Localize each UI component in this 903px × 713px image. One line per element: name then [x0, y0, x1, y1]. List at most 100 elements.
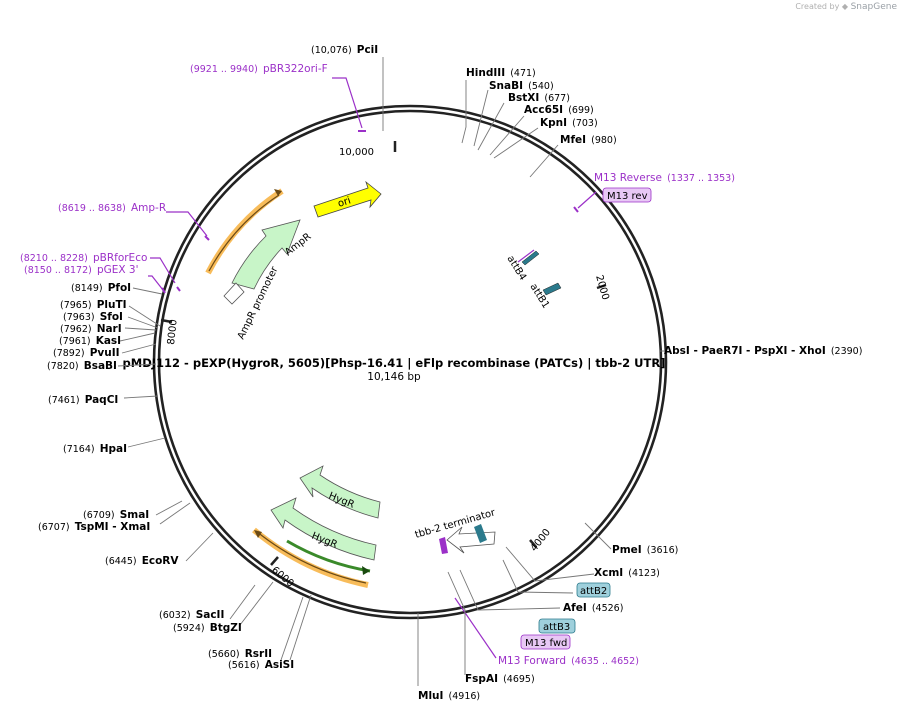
scale-ticks — [160, 141, 607, 566]
primer-pgex[interactable]: (8150 .. 8172) pGEX 3' — [24, 258, 139, 277]
ampr-feature[interactable]: AmpR — [205, 188, 313, 290]
svg-text:MluI (4916): MluI (4916) — [418, 684, 480, 703]
enzyme-snabi[interactable]: SnaBI (540) — [489, 74, 554, 93]
svg-text:(7962) NarI: (7962) NarI — [60, 317, 122, 336]
enzyme-nari[interactable]: (7962) NarI — [60, 317, 122, 336]
attb3-box[interactable]: attB3 — [538, 618, 576, 634]
enzyme-btgzi[interactable]: (5924) BtgZI — [173, 616, 242, 635]
snapgene-logo-icon: ◆ — [841, 2, 849, 11]
enzyme-pcii[interactable]: (10,076) PciI — [311, 38, 378, 57]
svg-text:(10,076) PciI: (10,076) PciI — [311, 38, 378, 57]
svg-text:AfeI (4526): AfeI (4526) — [563, 596, 623, 615]
svg-text:attB3: attB3 — [543, 622, 570, 633]
svg-text:(5660) RsrII: (5660) RsrII — [208, 642, 272, 661]
enzyme-kpni[interactable]: KpnI (703) — [540, 111, 598, 130]
svg-text:MfeI (980): MfeI (980) — [560, 128, 617, 147]
enzyme-asisi[interactable]: (5616) AsiSI — [228, 653, 294, 672]
attb1-feature[interactable]: attB1 — [527, 282, 562, 311]
svg-text:KpnI (703): KpnI (703) — [540, 111, 598, 130]
enzyme-tspmi[interactable]: (6707) TspMI - XmaI — [38, 515, 150, 534]
svg-text:XcmI (4123): XcmI (4123) — [594, 561, 660, 580]
enzyme-pluti[interactable]: (7965) PluTI — [60, 293, 127, 312]
enzyme-pfoi[interactable]: (8149) PfoI — [71, 276, 131, 295]
enzyme-pmei[interactable]: PmeI (3616) — [612, 538, 678, 557]
svg-text:(7892) PvuII: (7892) PvuII — [53, 341, 120, 360]
svg-text:(8210 .. 8228) pBRforEco: (8210 .. 8228) pBRforEco — [20, 246, 147, 265]
svg-text:(6032) SacII: (6032) SacII — [159, 603, 224, 622]
primer-m13rev-marker — [573, 191, 597, 213]
snapgene-watermark: Created by ◆ SnapGene — [795, 2, 897, 12]
enzyme-bsabi[interactable]: (7820) BsaBI — [47, 354, 117, 373]
tick-4000: 4000 — [529, 527, 553, 554]
hygr-feature-1[interactable]: HygR — [299, 465, 381, 519]
svg-text:(9921 .. 9940) pBR322ori-F: (9921 .. 9940) pBR322ori-F — [190, 57, 328, 76]
attb2-box[interactable]: attB2 — [576, 582, 611, 598]
enzyme-xcmi[interactable]: XcmI (4123) — [594, 561, 660, 580]
enzyme-acc65i[interactable]: Acc65I (699) — [524, 98, 594, 117]
m13fwd-box[interactable]: M13 fwd — [520, 634, 571, 650]
ori-label: ori — [337, 195, 353, 209]
svg-text:(6709) SmaI: (6709) SmaI — [83, 503, 149, 522]
svg-text:(6707) TspMI - XmaI: (6707) TspMI - XmaI — [38, 515, 150, 534]
svg-text:(5924) BtgZI: (5924) BtgZI — [173, 616, 242, 635]
enzyme-fspai[interactable]: FspAI (4695) — [465, 667, 535, 686]
attb1-label: attB1 — [527, 282, 551, 311]
svg-text:(5616) AsiSI: (5616) AsiSI — [228, 653, 294, 672]
primer-ampr[interactable]: (8619 .. 8638) Amp-R — [58, 196, 166, 215]
ori-feature[interactable]: ori — [313, 180, 382, 218]
attb4-feature[interactable]: attB4 — [504, 249, 540, 283]
primer-ampr-marker — [166, 211, 210, 241]
enzyme-absi[interactable]: AbsI - PaeR7I - PspXI - XhoI (2390) — [664, 339, 862, 358]
enzyme-rsrii[interactable]: (5660) RsrII — [208, 642, 272, 661]
hygr-orf-line — [286, 539, 371, 575]
primer-pbrfor[interactable]: (8210 .. 8228) pBRforEco — [20, 246, 147, 265]
primer-m13fwd-marker — [454, 597, 497, 659]
enzyme-ecorv[interactable]: (6445) EcoRV — [105, 549, 179, 568]
svg-text:SnaBI (540): SnaBI (540) — [489, 74, 554, 93]
svg-text:Acc65I (699): Acc65I (699) — [524, 98, 594, 117]
enzyme-mlui[interactable]: MluI (4916) — [418, 684, 480, 703]
m13rev-box[interactable]: M13 rev — [602, 187, 652, 203]
primer-m13fwd[interactable]: M13 Forward (4635 .. 4652) — [498, 649, 639, 668]
svg-text:M13 Forward (4635 .. 4652): M13 Forward (4635 .. 4652) — [498, 649, 639, 668]
svg-text:FspAI (4695): FspAI (4695) — [465, 667, 535, 686]
enzyme-sfoi[interactable]: (7963) SfoI — [63, 305, 123, 324]
svg-text:(8149) PfoI: (8149) PfoI — [71, 276, 131, 295]
attb4-label: attB4 — [504, 254, 528, 283]
enzyme-bstxi[interactable]: BstXI (677) — [508, 86, 570, 105]
enzyme-mfei[interactable]: MfeI (980) — [560, 128, 617, 147]
svg-text:(7961) KasI: (7961) KasI — [59, 329, 121, 348]
svg-text:M13 fwd: M13 fwd — [525, 638, 567, 649]
tick-2000: 2000 — [593, 274, 611, 301]
primer-pbr322[interactable]: (9921 .. 9940) pBR322ori-F — [190, 57, 328, 76]
enzyme-leaders — [117, 57, 665, 686]
tbb2-terminator-feature[interactable]: tbb-2 terminator — [414, 507, 498, 554]
svg-text:M13 Reverse (1337 .. 1353): M13 Reverse (1337 .. 1353) — [594, 166, 735, 185]
primer-pbrfor-marker — [148, 257, 181, 294]
enzyme-hindiii[interactable]: HindIII (471) — [466, 61, 536, 80]
svg-text:(7963) SfoI: (7963) SfoI — [63, 305, 123, 324]
svg-text:(7965) PluTI: (7965) PluTI — [60, 293, 127, 312]
enzyme-sacii[interactable]: (6032) SacII — [159, 603, 224, 622]
svg-text:(7820) BsaBI: (7820) BsaBI — [47, 354, 117, 373]
svg-text:attB2: attB2 — [580, 586, 607, 597]
svg-text:AbsI - PaeR7I - PspXI - XhoI: AbsI - PaeR7I - PspXI - XhoI (2390) — [664, 339, 862, 358]
svg-text:M13 rev: M13 rev — [607, 191, 648, 202]
enzyme-smai[interactable]: (6709) SmaI — [83, 503, 149, 522]
enzyme-hpai[interactable]: (7164) HpaI — [63, 437, 127, 456]
enzyme-pvuii[interactable]: (7892) PvuII — [53, 341, 120, 360]
primer-pbr322-marker — [332, 77, 366, 132]
tick-8000: 8000 — [166, 319, 180, 345]
enzyme-afei[interactable]: AfeI (4526) — [563, 596, 623, 615]
primer-m13rev[interactable]: M13 Reverse (1337 .. 1353) — [594, 166, 735, 185]
watermark-prefix: Created by — [795, 2, 840, 11]
svg-text:(7461) PaqCI: (7461) PaqCI — [48, 388, 118, 407]
watermark-brand: SnapGene — [850, 2, 897, 12]
svg-text:(7164) HpaI: (7164) HpaI — [63, 437, 127, 456]
enzyme-kasi[interactable]: (7961) KasI — [59, 329, 121, 348]
orange-feature-bottom — [252, 527, 369, 588]
backbone — [152, 104, 668, 620]
map-title: pMDJ112 - pEXP(HygroR, 5605)[Phsp-16.41 … — [123, 356, 666, 370]
enzyme-paqci[interactable]: (7461) PaqCI — [48, 388, 118, 407]
